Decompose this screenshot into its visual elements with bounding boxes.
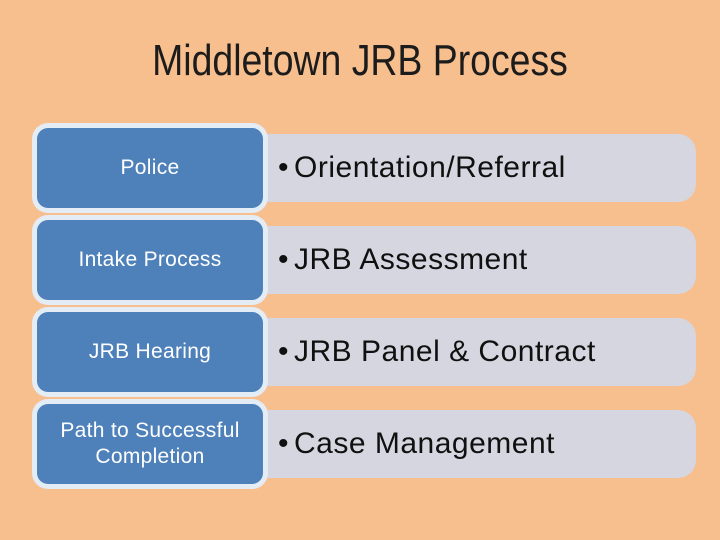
stage-box: Path to Successful Completion bbox=[32, 399, 268, 489]
detail-bar: • Case Management bbox=[210, 410, 696, 478]
process-row: • Case Management Path to Successful Com… bbox=[0, 398, 720, 490]
stage-label: Police bbox=[120, 155, 180, 179]
process-row: • JRB Panel & Contract JRB Hearing bbox=[0, 306, 720, 398]
bullet-icon: • bbox=[278, 335, 290, 368]
process-row: • Orientation/Referral Police bbox=[0, 122, 720, 214]
detail-label: Orientation/Referral bbox=[294, 151, 566, 184]
detail-bar: • Orientation/Referral bbox=[210, 134, 696, 202]
bullet-icon: • bbox=[278, 151, 290, 184]
detail-bar: • JRB Panel & Contract bbox=[210, 318, 696, 386]
stage-label: Intake Process bbox=[78, 247, 222, 271]
process-list: • Orientation/Referral Police • JRB Asse… bbox=[0, 122, 720, 490]
stage-box: Intake Process bbox=[32, 215, 268, 305]
detail-label: JRB Panel & Contract bbox=[294, 335, 596, 368]
detail-bar: • JRB Assessment bbox=[210, 226, 696, 294]
stage-box: JRB Hearing bbox=[32, 307, 268, 397]
detail-label: Case Management bbox=[294, 427, 555, 460]
bullet-icon: • bbox=[278, 427, 290, 460]
stage-label: JRB Hearing bbox=[88, 339, 212, 363]
detail-label: JRB Assessment bbox=[294, 243, 528, 276]
bullet-icon: • bbox=[278, 243, 290, 276]
process-row: • JRB Assessment Intake Process bbox=[0, 214, 720, 306]
stage-box: Police bbox=[32, 123, 268, 213]
page-title: Middletown JRB Process bbox=[152, 36, 568, 85]
stage-label: Path to Successful Completion bbox=[60, 418, 240, 468]
